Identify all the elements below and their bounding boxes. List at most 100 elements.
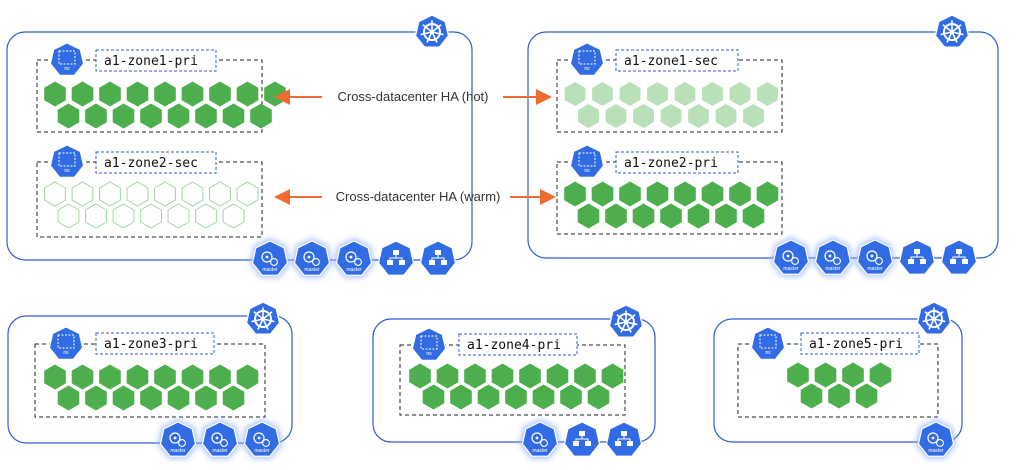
node-badge: [772, 239, 810, 275]
pod-group: [44, 181, 259, 229]
pod: [236, 181, 259, 207]
master-gear-hub: [349, 255, 353, 259]
namespace-badge-text: ns: [63, 350, 69, 356]
master-gear-small: [312, 258, 320, 266]
master-gear-hub: [215, 436, 219, 440]
pod-group: [409, 363, 624, 410]
worker-node-icon: [419, 240, 457, 276]
pod: [112, 385, 135, 411]
worker-node-icon: [605, 421, 643, 457]
pod: [154, 181, 176, 207]
pod: [450, 384, 472, 410]
node-badge: [159, 421, 197, 457]
master-gear: [211, 432, 223, 444]
zone-label-box: [800, 332, 920, 355]
kubernetes-helm-icon: [934, 14, 970, 49]
worker-block-right: [585, 441, 591, 446]
pod: [57, 203, 80, 229]
node-badge: [201, 421, 239, 457]
pod-group: [44, 364, 259, 411]
worker-block-left: [950, 259, 956, 264]
namespace-icon: ns: [411, 327, 447, 361]
link-warm-label: Cross-datacenter HA (warm): [336, 189, 501, 204]
zone-label-box: [458, 333, 578, 356]
helm-spoke: [431, 31, 438, 43]
pod: [209, 364, 231, 390]
helm-spoke: [625, 321, 638, 326]
master-gear: [782, 250, 794, 262]
pod: [632, 203, 655, 229]
helm-spoke: [951, 24, 962, 33]
namespace-badge-text: ns: [426, 351, 432, 357]
pod: [592, 82, 613, 106]
master-gear-hub: [786, 254, 790, 258]
pod: [701, 181, 724, 207]
pod: [477, 384, 500, 410]
master-gear: [866, 250, 878, 262]
master-node-icon: master: [854, 237, 896, 277]
pod: [842, 362, 864, 388]
helm-spoke: [262, 318, 269, 330]
master-gear-small: [875, 257, 883, 265]
pod: [743, 104, 764, 128]
namespace-badge-text: ns: [584, 168, 590, 174]
pod: [869, 362, 892, 388]
master-gear-small: [540, 439, 548, 447]
master-gear-small: [354, 258, 362, 266]
pod: [577, 203, 600, 229]
pod: [195, 203, 217, 229]
pod: [742, 203, 765, 229]
helm-spoke: [257, 318, 264, 330]
pod: [44, 181, 66, 207]
worker-node-icon: [940, 239, 978, 275]
master-label: master: [928, 448, 944, 454]
pod: [154, 364, 176, 390]
pod: [601, 363, 624, 389]
pod: [633, 104, 654, 128]
master-node-icon: master: [157, 419, 199, 459]
pod: [491, 363, 514, 389]
pod: [702, 82, 723, 106]
master-label: master: [346, 267, 362, 273]
helm-spoke: [625, 314, 636, 323]
helm-spoke: [928, 318, 935, 330]
node-badge: [243, 421, 281, 457]
worker-node-icon: [377, 240, 415, 276]
node-badge: [521, 421, 559, 457]
namespace-icon: ns: [49, 144, 85, 178]
pod: [209, 81, 231, 107]
pod: [436, 363, 459, 389]
namespace-box: [58, 152, 76, 167]
master-gear-hub: [870, 254, 874, 258]
namespace-box: [420, 335, 438, 350]
helm-spoke: [422, 24, 433, 33]
pod: [85, 103, 107, 129]
master-label: master: [825, 266, 841, 272]
master-node-icon: master: [291, 238, 333, 278]
pod: [646, 181, 669, 207]
master-gear: [531, 432, 543, 444]
node-badge: [814, 239, 852, 275]
pod: [236, 81, 259, 107]
pod: [519, 363, 541, 389]
master-label: master: [262, 267, 278, 273]
pod: [57, 385, 80, 411]
worker-links: [952, 254, 966, 259]
pod: [195, 385, 217, 411]
pod: [140, 203, 162, 229]
kubernetes-helm-icon: [414, 14, 450, 49]
pod: [126, 81, 149, 107]
zone-label: a1-zone3-pri: [104, 337, 198, 352]
worker-block-top: [393, 250, 399, 255]
pod: [587, 384, 610, 410]
worker-block-left: [429, 260, 435, 265]
pod: [729, 181, 751, 207]
node-badge: [917, 421, 955, 457]
